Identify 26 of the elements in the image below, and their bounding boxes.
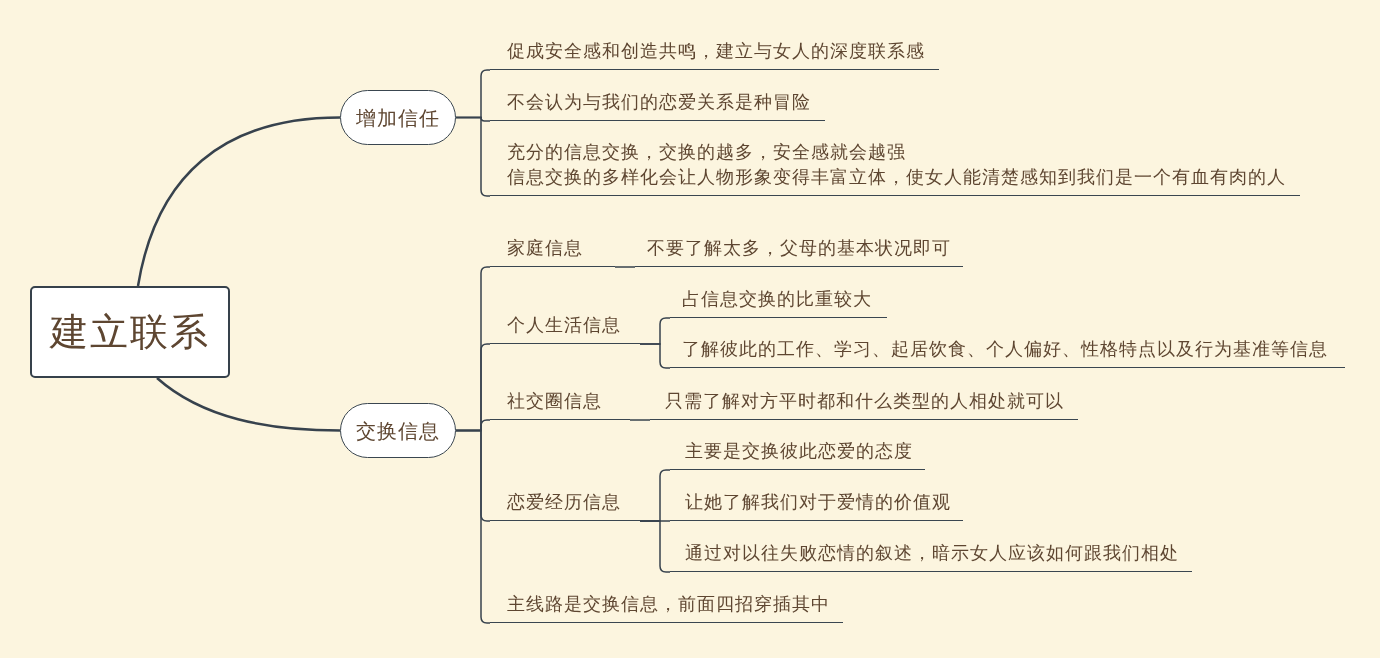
subtopic-text: 信息交换的多样化会让人物形象变得丰富立体，使女人能清楚感知到我们是一个有血有肉的人 <box>507 166 1286 189</box>
central-topic-text: 建立联系 <box>50 310 210 355</box>
subtopic-text: 了解彼此的工作、学习、起居饮食、个人偏好、性格特点以及行为基准等信息 <box>682 338 1328 361</box>
subtopic-text: 家庭信息 <box>507 237 583 260</box>
subtopic-text: 社交圈信息 <box>507 390 602 413</box>
branch-line <box>639 343 671 369</box>
subtopic-text: 恋爱经历信息 <box>507 491 621 514</box>
subtopic-text: 让她了解我们对于爱情的价值观 <box>685 491 951 514</box>
main-topic-text: 交换信息 <box>356 418 440 444</box>
branch-line <box>136 116 341 287</box>
branch-line <box>156 377 340 432</box>
subtopic-text: 个人生活信息 <box>507 314 621 337</box>
subtopic-text: 主线路是交换信息，前面四招穿插其中 <box>507 593 830 616</box>
subtopic-text: 充分的信息交换，交换的越多，安全感就会越强 <box>507 141 906 164</box>
subtopic-text: 不要了解太多，父母的基本状况即可 <box>647 237 951 260</box>
branch-line <box>629 419 651 421</box>
branch-line <box>614 266 636 268</box>
subtopic-text: 不会认为与我们的恋爱关系是种冒险 <box>507 91 811 114</box>
subtopic-text: 通过对以往失败恋情的叙述，暗示女人应该如何跟我们相处 <box>685 542 1179 565</box>
subtopic-text: 促成安全感和创造共鸣，建立与女人的深度联系感 <box>507 40 925 63</box>
subtopic-text: 主要是交换彼此恋爱的态度 <box>685 440 913 463</box>
branch-line <box>639 520 671 573</box>
subtopic-text: 占信息交换的比重较大 <box>682 288 872 311</box>
main-topic-text: 增加信任 <box>356 105 440 131</box>
subtopic-text: 只需了解对方平时都和什么类型的人相处就可以 <box>665 390 1064 413</box>
central-topic-box <box>30 286 230 378</box>
